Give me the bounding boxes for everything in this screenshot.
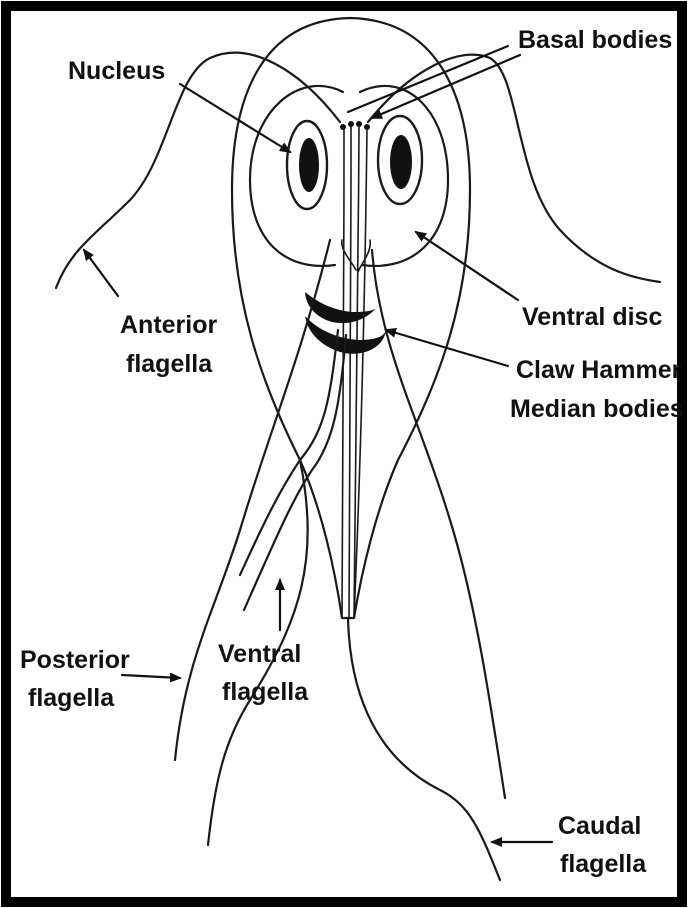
ventral-disc-left-lobe xyxy=(250,86,343,266)
posterior-flagella-arrow xyxy=(122,675,180,678)
label-claw-hammer-line2: Median bodies xyxy=(510,395,684,423)
label-caudal-flagella-line2: flagella xyxy=(560,850,647,878)
label-basal-bodies: Basal bodies xyxy=(518,26,672,54)
label-ventral-disc: Ventral disc xyxy=(522,303,662,331)
label-anterior-flagella-line2: flagella xyxy=(126,350,213,378)
nucleus-right-core xyxy=(390,135,412,189)
anterior-flagellum-left xyxy=(56,53,340,288)
basal-bodies-arrow-2 xyxy=(348,46,508,112)
anterior-flagella-arrow xyxy=(84,250,118,296)
axonemes xyxy=(342,126,370,618)
label-ventral-flagella-line1: Ventral xyxy=(218,640,301,668)
label-ventral-flagella-line2: flagella xyxy=(222,678,309,706)
caudal-flagellum xyxy=(348,618,500,880)
label-claw-hammer-line1: Claw Hammer xyxy=(516,356,682,384)
anterior-flagellum-right xyxy=(368,55,660,282)
label-posterior-flagella-line2: flagella xyxy=(28,684,115,712)
claw-hammer-arrow xyxy=(386,330,508,366)
label-caudal-flagella-line1: Caudal xyxy=(558,812,641,840)
nucleus-left-core xyxy=(299,138,319,192)
label-nucleus: Nucleus xyxy=(68,57,165,85)
label-posterior-flagella-line1: Posterior xyxy=(20,646,130,674)
label-anterior-flagella-line1: Anterior xyxy=(120,311,218,339)
